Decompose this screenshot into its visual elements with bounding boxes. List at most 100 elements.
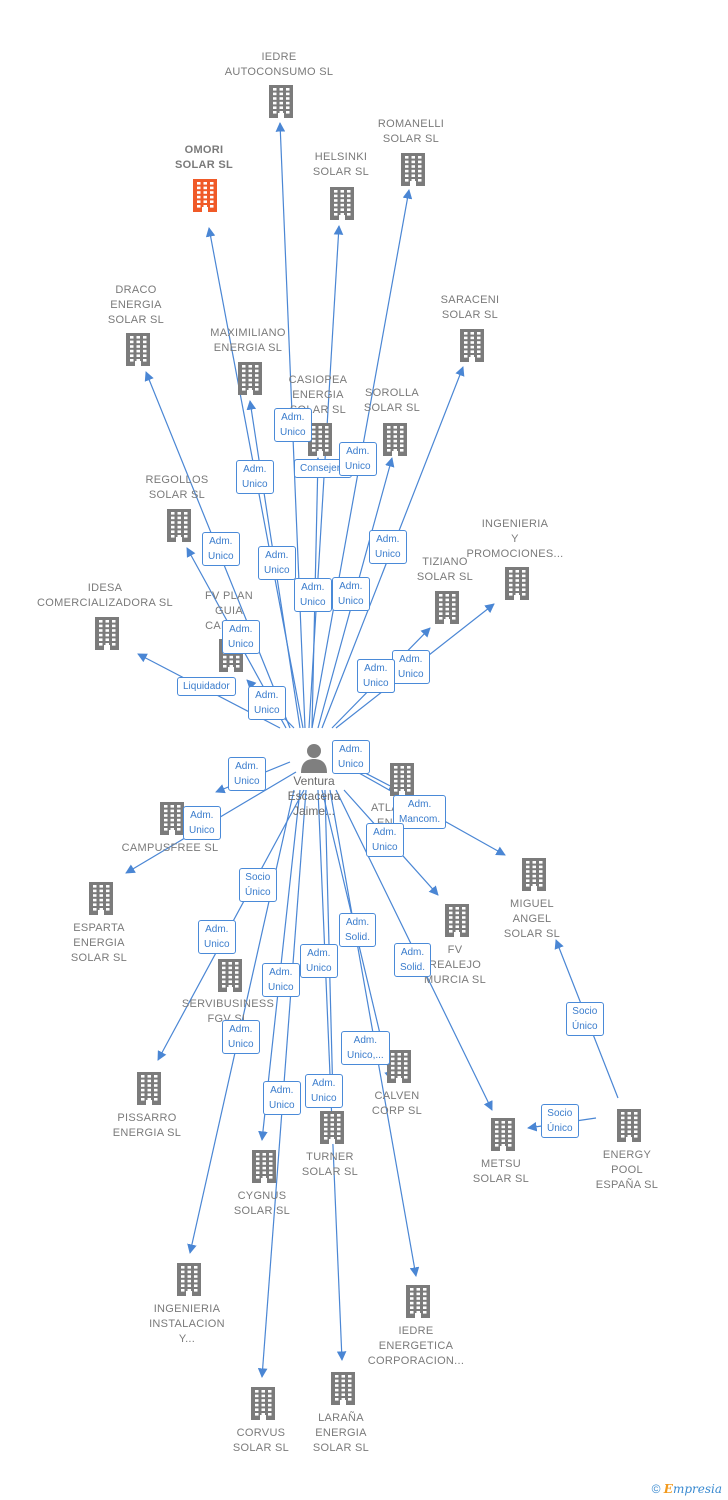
company-label: SOLAR SL: [503, 928, 561, 940]
building-icon[interactable]: [442, 903, 472, 942]
building-icon[interactable]: [157, 801, 187, 840]
footer-brand[interactable]: © Empresia: [652, 1482, 722, 1496]
building-icon[interactable]: [92, 616, 122, 655]
edge-role-label[interactable]: Adm.Unico: [274, 408, 312, 442]
edge-role-label[interactable]: Adm.Unico: [222, 1020, 260, 1054]
edge-role-label[interactable]: Adm.Unico: [294, 578, 332, 612]
building-icon[interactable]: [384, 1049, 414, 1088]
building-icon[interactable]: [248, 1386, 278, 1425]
edge-role-label[interactable]: Adm.Unico: [305, 1074, 343, 1108]
edge-role-label[interactable]: Adm.Unico: [300, 944, 338, 978]
company-label: SOLAR SL: [441, 309, 499, 321]
edge-role-label[interactable]: Adm.Unico: [222, 620, 260, 654]
building-icon[interactable]: [123, 332, 153, 371]
edge-role-text: Unico: [234, 776, 260, 787]
edge-role-label[interactable]: Adm.Mancom.: [393, 795, 447, 829]
building-icon[interactable]: [235, 361, 265, 400]
building-icon[interactable]: [519, 857, 549, 896]
building-icon[interactable]: [488, 1117, 518, 1156]
edge-role-label[interactable]: Adm.Unico: [228, 757, 266, 791]
edge-role-label[interactable]: Adm.Solid.: [394, 943, 432, 977]
company-node-turner[interactable]: TURNER SOLAR SL: [255, 1150, 405, 1180]
edge-role-label[interactable]: Adm.Unico: [369, 530, 407, 564]
building-icon[interactable]: [457, 328, 487, 367]
building-icon[interactable]: [327, 186, 357, 225]
building-icon[interactable]: [502, 566, 532, 605]
edge-role-text: Adm.: [265, 550, 289, 561]
edge-role-label[interactable]: Adm.Unico: [332, 577, 370, 611]
edge-role-label[interactable]: Adm.Unico: [357, 659, 395, 693]
company-label: CAMPUSFREE SL: [121, 842, 219, 854]
building-icon[interactable]: [328, 1371, 358, 1410]
building-icon[interactable]: [305, 422, 335, 461]
building-icon[interactable]: [190, 178, 220, 217]
building-icon[interactable]: [215, 958, 245, 997]
building-icon[interactable]: [86, 881, 116, 920]
edge-role-label[interactable]: Adm.Unico,...: [341, 1031, 390, 1065]
company-label: SOLAR SL: [301, 1166, 359, 1178]
building-icon[interactable]: [174, 1262, 204, 1301]
building-icon[interactable]: [164, 508, 194, 547]
company-label: TURNER: [306, 1151, 354, 1163]
edge-role-label[interactable]: Adm.Unico: [332, 740, 370, 774]
building-icon[interactable]: [134, 1071, 164, 1110]
edge-role-text: Único: [572, 1021, 598, 1032]
building-icon[interactable]: [266, 84, 296, 123]
edge-role-label[interactable]: Adm.Unico: [366, 823, 404, 857]
edge-role-label[interactable]: Adm.Unico: [236, 460, 274, 494]
building-icon[interactable]: [398, 152, 428, 191]
building-icon[interactable]: [403, 1284, 433, 1323]
edge-role-text: Adm.: [364, 663, 388, 674]
edge-role-label[interactable]: Adm.Unico: [258, 546, 296, 580]
company-label: CORVUS: [236, 1427, 286, 1439]
edge-role-label[interactable]: Adm.Unico: [262, 963, 300, 997]
building-icon[interactable]: [317, 1110, 347, 1149]
edge-role-label[interactable]: Liquidador: [177, 677, 236, 696]
edge-role-text: Unico: [345, 461, 371, 472]
company-label: REALEJO: [428, 959, 482, 971]
building-icon[interactable]: [249, 1149, 279, 1188]
edge-role-label[interactable]: Adm.Unico: [202, 532, 240, 566]
edge-role-label[interactable]: Adm.Unico: [198, 920, 236, 954]
building-icon[interactable]: [380, 422, 410, 461]
building-icon[interactable]: [387, 762, 417, 801]
edge-role-label[interactable]: Adm.Unico: [248, 686, 286, 720]
center-person[interactable]: Ventura Escacena Jaime...: [259, 742, 369, 819]
company-node-campusfree[interactable]: CAMPUSFREE SL: [95, 841, 245, 856]
edge-role-label[interactable]: Adm.Unico: [183, 806, 221, 840]
building-icon[interactable]: [432, 590, 462, 629]
edge-role-label[interactable]: Adm.Unico: [392, 650, 430, 684]
edge-role-label[interactable]: Adm.Unico: [263, 1081, 301, 1115]
edge-role-label[interactable]: Adm.Solid.: [339, 913, 377, 947]
building-icon[interactable]: [614, 1108, 644, 1147]
edge-role-label[interactable]: Adm.Unico: [339, 442, 377, 476]
company-label: TIZIANO: [422, 556, 468, 568]
